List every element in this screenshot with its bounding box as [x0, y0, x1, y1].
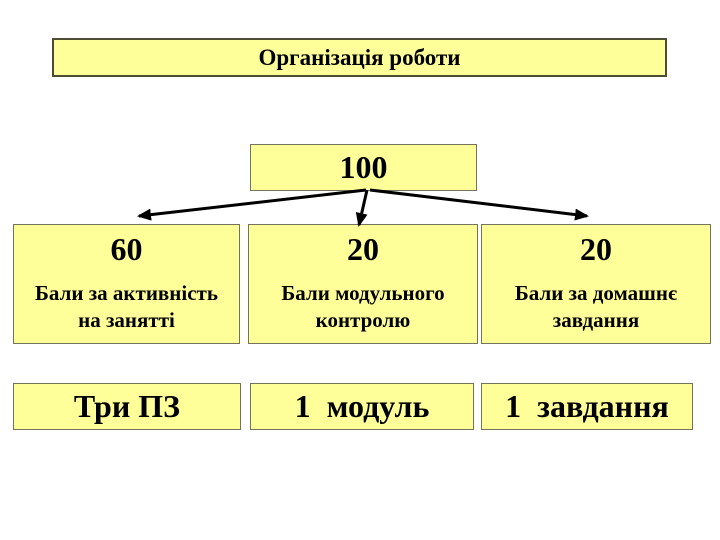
node-one-module: 1 модуль — [250, 383, 474, 430]
activity-points-value: 60 — [110, 231, 143, 267]
arrow-total-to-module — [355, 189, 369, 227]
node-three-practicals: Три ПЗ — [13, 383, 241, 430]
activity-points-label: Бали за активність на занятті — [35, 281, 218, 332]
node-activity-points: 60 Бали за активність на занятті — [13, 224, 240, 344]
slide-title: Організація роботи — [258, 44, 461, 70]
node-homework-points: 20 Бали за домашнє завдання — [481, 224, 711, 344]
slide-title-box: Організація роботи — [52, 38, 667, 77]
homework-points-label: Бали за домашнє завдання — [514, 281, 678, 332]
one-module-label: 1 модуль — [294, 388, 430, 424]
homework-points-value: 20 — [580, 231, 612, 267]
module-control-label: Бали модульного контролю — [281, 281, 445, 332]
node-one-task: 1 завдання — [481, 383, 693, 430]
one-task-label: 1 завдання — [505, 388, 669, 424]
arrow-total-to-homework — [369, 188, 589, 221]
node-module-control-points: 20 Бали модульного контролю — [248, 224, 478, 344]
total-score-value: 100 — [339, 149, 388, 185]
arrow-total-to-activity — [137, 188, 367, 221]
total-score-node: 100 — [250, 144, 477, 191]
module-control-value: 20 — [347, 231, 379, 267]
three-practicals-label: Три ПЗ — [73, 388, 181, 424]
